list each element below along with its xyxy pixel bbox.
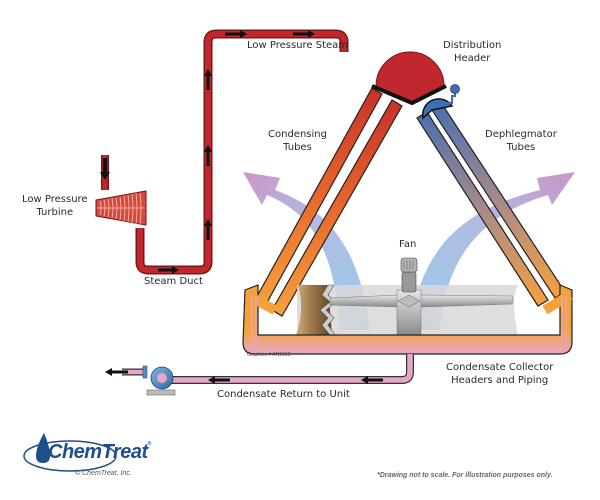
label-line: Tubes [506,142,536,153]
chemtreat-logo [23,433,117,472]
turbine-icon [95,190,147,226]
label-line: Turbine [36,207,74,218]
disclaimer: *Drawing not to scale. For illustration … [377,472,553,479]
label-distribution-header: Distribution Header [443,39,501,65]
water-drop-icon [36,433,50,463]
distribution-header [371,51,447,106]
label-line: Header [453,53,491,64]
arrow-icon [361,376,383,384]
fan-icon [401,271,417,293]
arrow-icon [293,30,315,38]
arrow-icon [225,30,247,38]
label-line: Condensing [268,129,327,140]
label-line: Dephlegmator [485,129,557,140]
label-dephlegmator-tubes: Dephlegmator Tubes [485,128,557,154]
arrow-icon [204,219,212,240]
pump-icon [142,365,176,396]
registered-mark: ® [147,441,152,447]
label-low-pressure-steam: Low Pressure Steam [247,40,349,51]
label-condensate-collector: Condensate Collector Headers and Piping [446,361,553,387]
label-steam-duct: Steam Duct [144,276,203,287]
dephlegmator-header [421,84,460,120]
label-line: Distribution [443,40,502,51]
label-line: Tubes [283,142,312,153]
condensing-tubes [254,87,403,317]
brand-name: ChemTreat® [48,441,151,464]
arrow-icon [204,69,212,90]
arrow-icon [208,376,230,384]
brand-text: ChemTreat [48,441,148,463]
label-fan: Fan [399,239,417,250]
graphics-id: Graphics # AN1813 [247,352,291,358]
condensate-collector [242,284,573,355]
label-line: Condensate Collector [446,362,554,373]
copyright: © ChemTreat, Inc. [75,470,132,477]
arrow-icon [158,266,179,274]
steam-flow-arrows [100,30,315,274]
label-low-pressure-turbine: Low Pressure Turbine [22,193,88,219]
arrow-icon [105,368,128,376]
arrow-icon [204,145,212,166]
condensate-flow-arrows [105,368,383,384]
label-line: Headers and Piping [451,375,549,386]
fan-assembly [296,257,518,336]
label-line: Low Pressure [22,194,88,205]
arrow-icon [100,158,110,180]
label-condensate-return: Condensate Return to Unit [217,389,350,400]
label-condensing-tubes: Condensing Tubes [268,128,327,154]
